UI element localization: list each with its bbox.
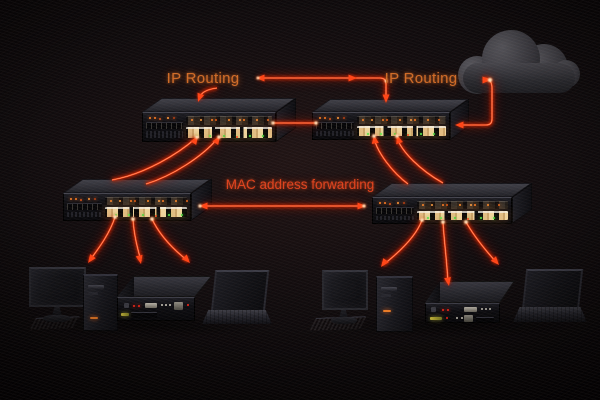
- router-front-panel: [142, 112, 276, 142]
- internet-cloud-icon: [458, 30, 580, 94]
- port-row-lower: [104, 207, 188, 217]
- port-led-icons: [190, 119, 193, 121]
- lower-led-icons: [446, 317, 448, 319]
- status-block: [67, 197, 102, 217]
- port-row-lower: [417, 210, 508, 221]
- status-led-icons: [379, 202, 381, 204]
- status-led-icons: [70, 198, 72, 200]
- link-led-icons: [195, 135, 198, 137]
- status-led-icons: [442, 309, 444, 311]
- port-led-icons: [361, 119, 364, 121]
- pc-tower-right: [376, 276, 413, 332]
- alarm-led-icon: [187, 304, 189, 306]
- front-buttons: [481, 308, 483, 310]
- disc-slot: [131, 312, 157, 318]
- module-slot: [316, 122, 354, 129]
- button-pad: [174, 302, 183, 310]
- disc-slot: [476, 317, 494, 322]
- vent-grill: [146, 131, 183, 138]
- port-row-lower: [185, 127, 273, 138]
- mac-forwarding-label: MAC address forwarding: [225, 177, 375, 192]
- label-strip: [430, 317, 442, 320]
- port-row-upper: [417, 201, 508, 209]
- vent-grill: [67, 212, 102, 217]
- monitor-base: [331, 317, 357, 324]
- power-led-icon: [383, 310, 391, 312]
- label-strip: [121, 313, 129, 316]
- status-block: [146, 116, 183, 138]
- drive-bay: [88, 285, 104, 289]
- link-led-icons: [366, 133, 369, 135]
- module-slot: [146, 122, 183, 129]
- button-pad: [464, 315, 473, 322]
- chassis-top: [63, 179, 211, 193]
- power-button: [431, 307, 436, 312]
- status-led-icons: [149, 117, 151, 119]
- port-row-upper: [356, 116, 446, 125]
- chassis-top: [142, 98, 296, 112]
- module-slot: [67, 203, 102, 210]
- port-block: [356, 116, 447, 136]
- port-led-icons: [109, 200, 112, 202]
- power-led-icon: [90, 317, 98, 319]
- server-front-panel: [425, 303, 500, 323]
- ip-routing-label-left: IP Routing: [166, 70, 240, 87]
- front-display: [145, 303, 157, 308]
- chassis-top: [312, 99, 469, 112]
- switch-front-panel: [63, 193, 191, 221]
- port-block: [185, 116, 273, 138]
- drive-bay: [88, 292, 98, 295]
- status-led-icons: [319, 117, 321, 119]
- ip-routing-label-right: IP Routing: [384, 70, 458, 87]
- monitor-screen: [29, 267, 86, 307]
- monitor-base: [43, 315, 71, 322]
- port-block: [417, 201, 508, 221]
- drive-bay: [381, 294, 391, 297]
- port-row-lower: [356, 126, 447, 136]
- chassis-top: [372, 183, 532, 197]
- laptop-screen: [210, 270, 270, 313]
- port-block: [104, 197, 188, 217]
- port-row-upper: [185, 116, 272, 125]
- front-display: [464, 307, 477, 312]
- drive-bay: [381, 287, 397, 291]
- laptop-screen: [521, 269, 584, 311]
- module-slot: [376, 207, 415, 214]
- laptop-keyboard-deck: [513, 307, 587, 322]
- server-front-panel: [117, 297, 195, 321]
- link-led-icons: [114, 214, 117, 216]
- power-button: [124, 303, 129, 308]
- laptop-keyboard-deck: [202, 310, 272, 324]
- router-front-panel: [312, 112, 450, 140]
- port-row-upper: [104, 197, 187, 206]
- front-buttons: [161, 304, 163, 306]
- status-block: [376, 201, 415, 220]
- monitor-screen: [322, 270, 368, 310]
- pc-tower-left: [83, 274, 118, 331]
- port-led-icons: [422, 204, 425, 206]
- vent-grill: [376, 216, 415, 220]
- switch-front-panel: [372, 197, 512, 224]
- status-block: [316, 116, 354, 136]
- cloud-base: [463, 63, 575, 93]
- status-led-icons: [133, 305, 135, 307]
- vent-grill: [316, 131, 354, 136]
